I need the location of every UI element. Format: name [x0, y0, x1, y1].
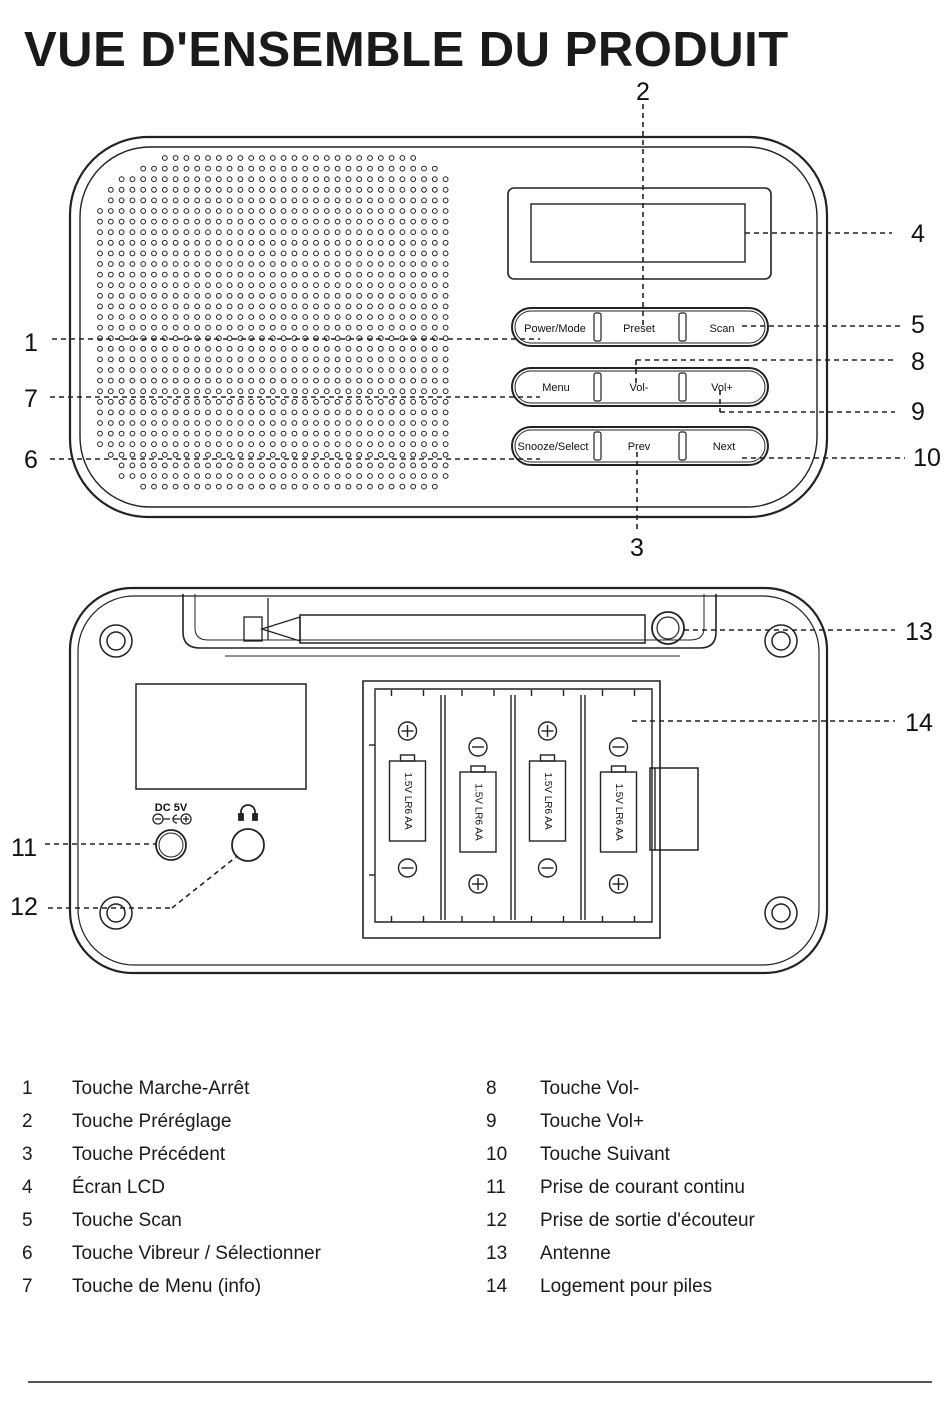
next-button-label: Next [713, 441, 736, 453]
power-mode-button-label: Power/Mode [524, 323, 586, 335]
lcd-frame [507, 187, 772, 280]
callout-7: 7 [24, 385, 38, 413]
headphone-icon [238, 804, 258, 821]
callout-3: 3 [630, 534, 644, 562]
battery-slot: 1.5V LR6 AA [510, 690, 567, 922]
battery-slot: 1.5V LR6 AA [580, 690, 638, 922]
scan-button-label: Scan [709, 323, 734, 335]
footer-divider [28, 1381, 932, 1383]
battery-slot: 1.5V LR6 AA [440, 690, 497, 922]
dc-label: DC 5V [155, 802, 188, 814]
headphone-jack [231, 828, 265, 862]
callout-1: 1 [24, 329, 38, 357]
prev-button-label: Prev [628, 441, 651, 453]
dc-jack [155, 829, 187, 861]
rear-body-outer [68, 586, 829, 975]
lcd-screen [530, 203, 746, 263]
callout-6: 6 [24, 446, 38, 474]
callout-10: 10 [913, 444, 941, 472]
button-row-1 [511, 307, 769, 347]
vol-plus-button-label: Vol+ [711, 382, 733, 394]
antenna [243, 598, 685, 645]
preset-button-label: Preset [623, 323, 655, 335]
battery-slot: 1.5V LR6 AA [388, 690, 427, 922]
button-row-3 [511, 426, 769, 466]
battery-label: 1.5V LR6 AA [402, 772, 413, 830]
screws [99, 624, 798, 930]
front-leader-lines [50, 104, 905, 532]
battery-label: 1.5V LR6 AA [542, 772, 553, 830]
vol-minus-button-label: Vol- [630, 382, 649, 394]
product-diagram: 1.5V LR6 AA 1.5V LR6 AA 1.5V LR6 AA 1.5V LR… [10, 78, 941, 975]
rear-body-inner [77, 595, 820, 966]
callout-11: 11 [11, 834, 37, 862]
battery-compartment: 1.5V LR6 AA 1.5V LR6 AA 1.5V LR6 AA 1.5V LR… [362, 680, 699, 939]
speaker-grill [97, 155, 449, 490]
callout-9: 9 [911, 398, 925, 426]
rear-leader-lines [45, 629, 895, 909]
button-row-2 [511, 367, 769, 407]
rear-view: 1.5V LR6 AA 1.5V LR6 AA 1.5V LR6 AA 1.5V LR… [45, 586, 895, 975]
callout-13: 13 [905, 618, 933, 646]
front-body-inner [79, 146, 818, 508]
battery-label: 1.5V LR6 AA [613, 783, 624, 841]
callout-4: 4 [911, 220, 925, 248]
button-labels: Power/Mode Preset Scan Menu Vol- Vol+ Sn… [518, 323, 736, 453]
dc-polarity-icon [152, 813, 192, 825]
battery-label: 1.5V LR6 AA [472, 783, 483, 841]
callout-12: 12 [10, 893, 38, 921]
snooze-select-button-label: Snooze/Select [518, 441, 589, 453]
label-plate [135, 683, 307, 790]
antenna-recess [182, 594, 717, 649]
callout-14: 14 [905, 709, 933, 737]
front-view [50, 104, 905, 532]
callout-8: 8 [911, 348, 925, 376]
page-title: VUE D'ENSEMBLE DU PRODUIT [24, 23, 789, 77]
callout-2: 2 [636, 78, 650, 106]
front-body-outer [68, 135, 829, 519]
callout-5: 5 [911, 311, 925, 339]
menu-button-label: Menu [542, 382, 570, 394]
callout-numbers: 2 4 1 5 8 7 9 6 10 3 13 14 11 12 [10, 78, 941, 921]
